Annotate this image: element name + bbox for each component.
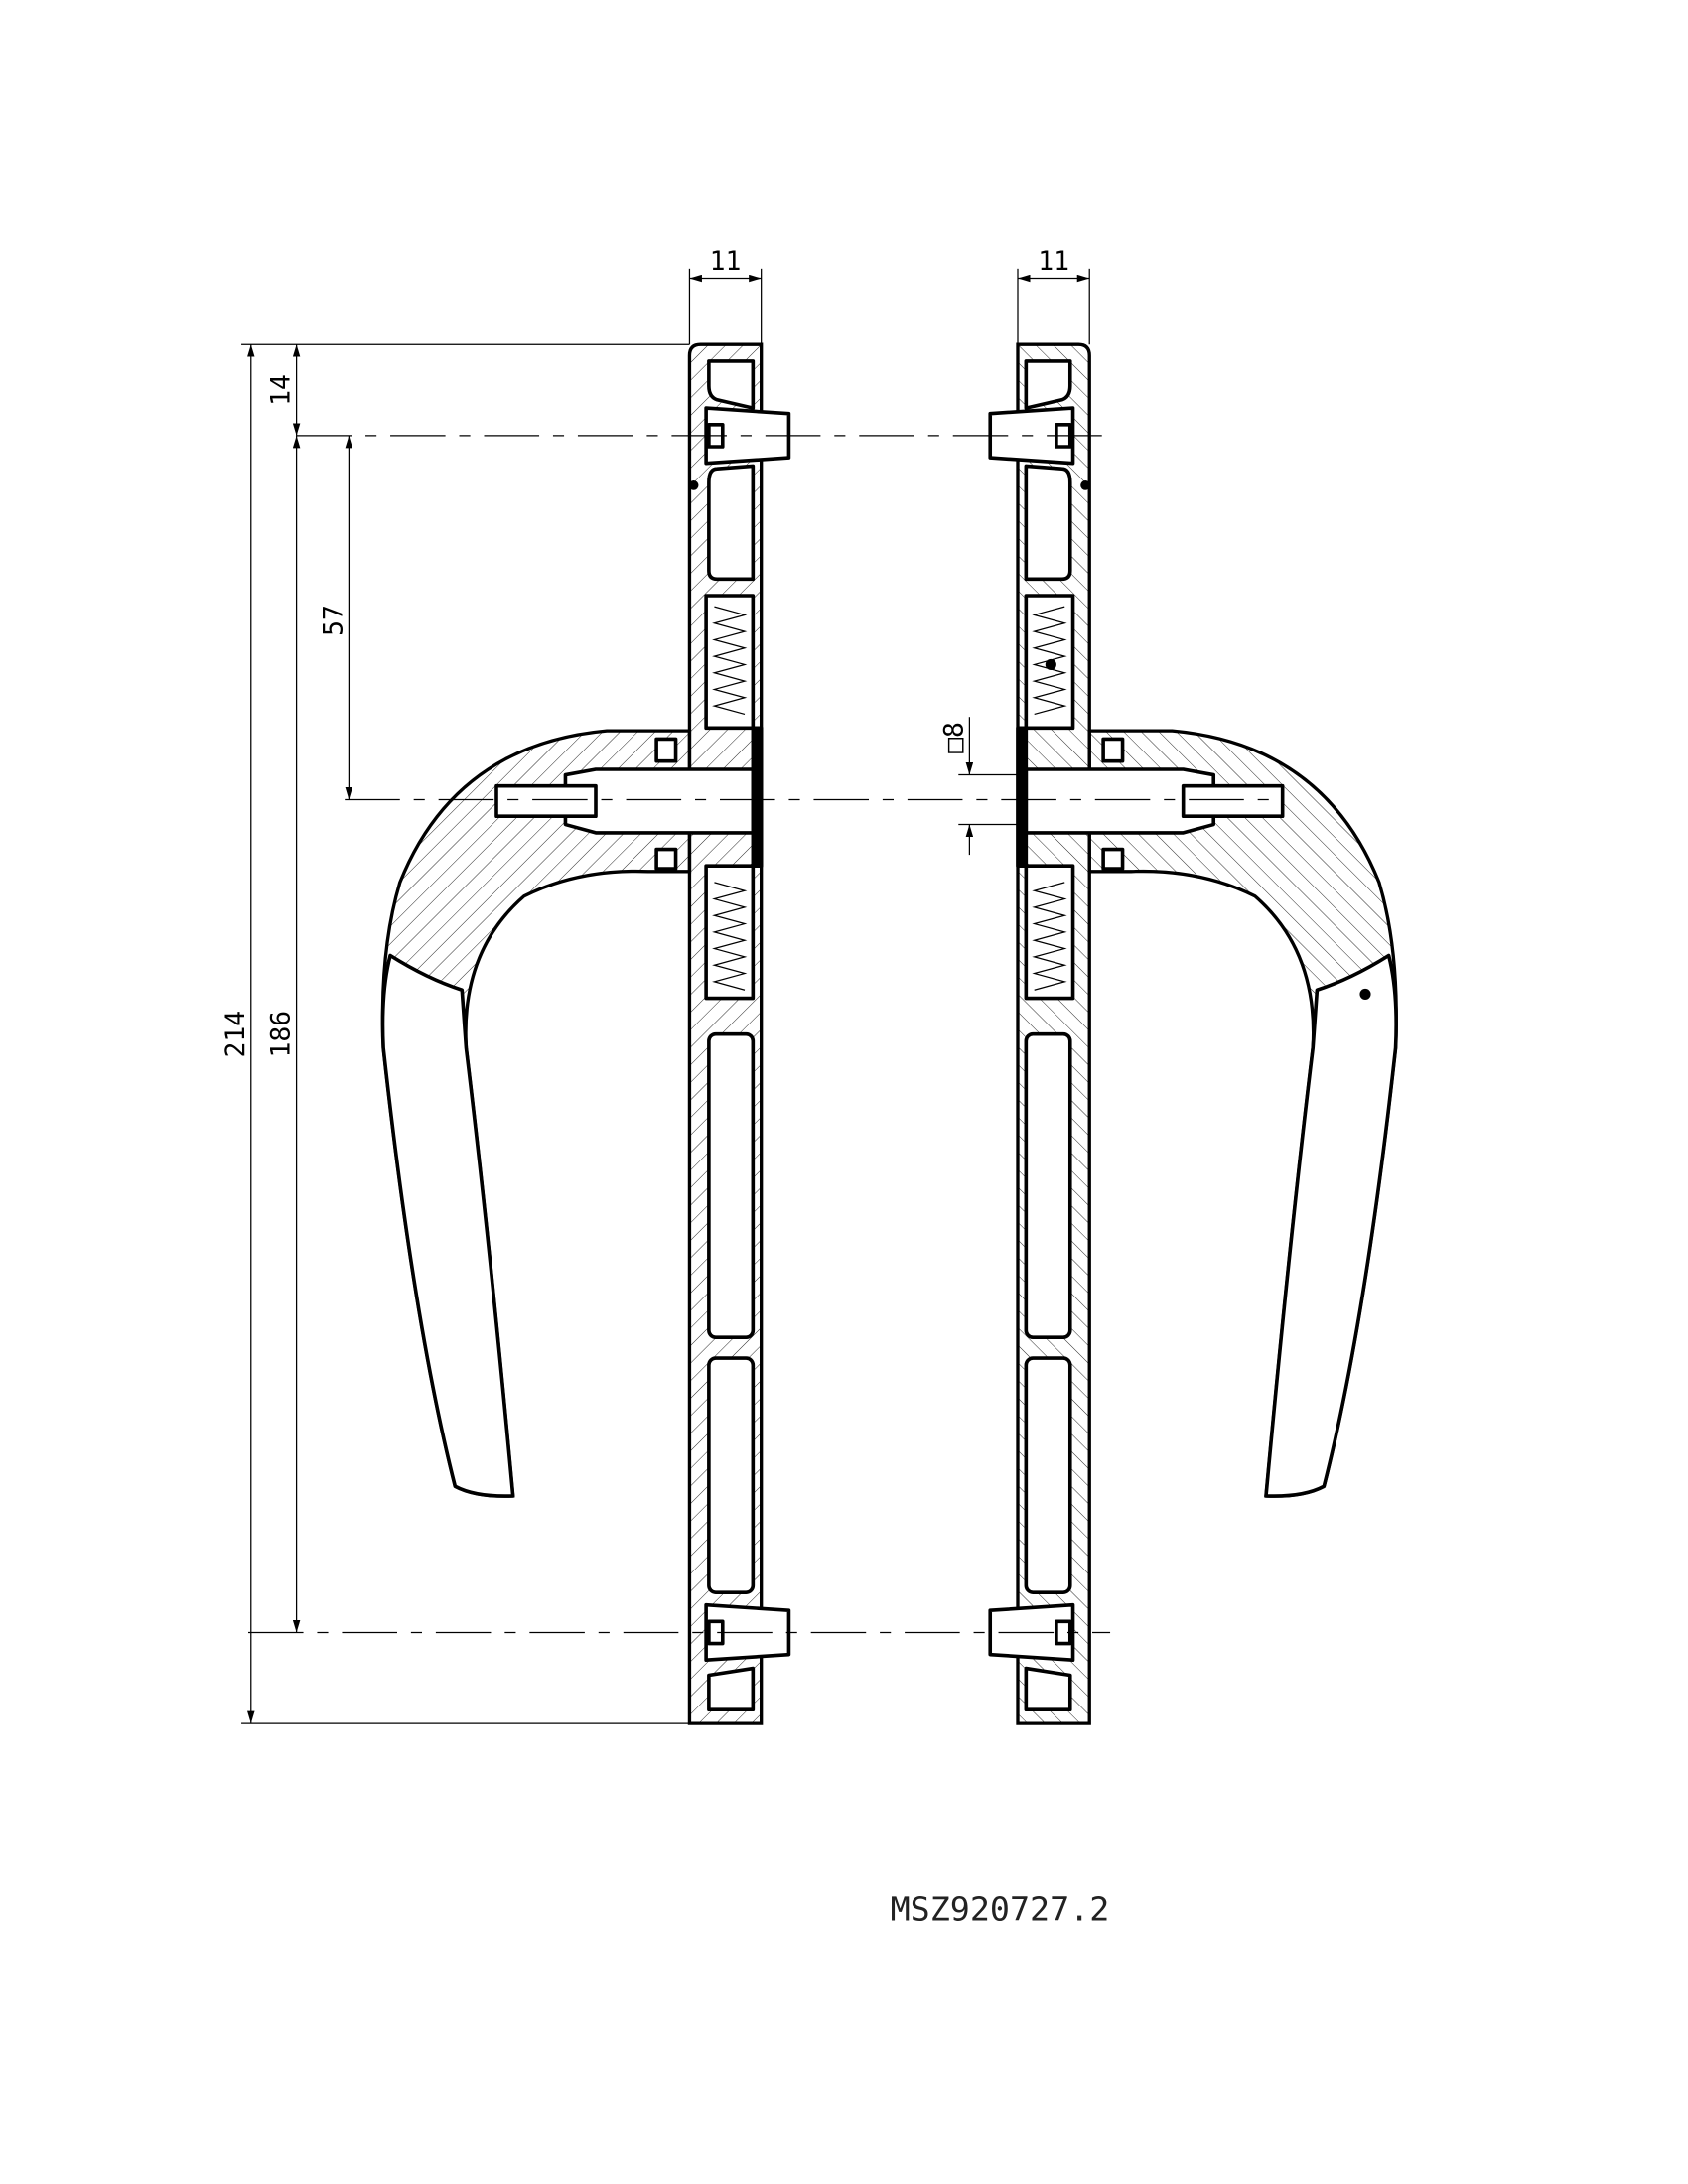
handle-right xyxy=(988,342,1399,1725)
dim-spindle-offset: 57 xyxy=(319,605,349,636)
dim-screw-spacing: 186 xyxy=(267,1011,297,1058)
dim-top-offset: 14 xyxy=(267,374,297,406)
dim-plate-width-left: 11 xyxy=(710,247,742,277)
dim-plate-width-right: 11 xyxy=(1038,247,1069,277)
drawing-number: MSZ920727.2 xyxy=(891,1890,1110,1929)
dim-spindle-square: □8 xyxy=(939,722,969,753)
handle-left xyxy=(380,342,791,1725)
dim-overall-height: 214 xyxy=(221,1011,251,1058)
